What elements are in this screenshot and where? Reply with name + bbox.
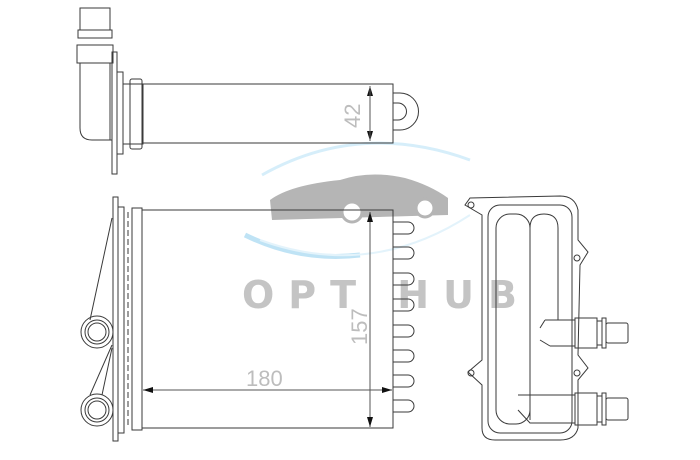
width-label: 180 bbox=[246, 366, 283, 391]
watermark-text: OPT HUB bbox=[242, 273, 531, 317]
side-view bbox=[464, 195, 629, 441]
dimension-depth: 42 bbox=[340, 86, 373, 141]
height-label: 157 bbox=[347, 308, 372, 345]
watermark-swoosh bbox=[243, 141, 471, 259]
dimension-width: 180 bbox=[143, 366, 392, 393]
dimension-height: 157 bbox=[347, 212, 373, 427]
top-view bbox=[76, 7, 419, 175]
front-view bbox=[80, 196, 415, 442]
car-logo-icon bbox=[270, 174, 448, 224]
depth-label: 42 bbox=[340, 104, 365, 128]
